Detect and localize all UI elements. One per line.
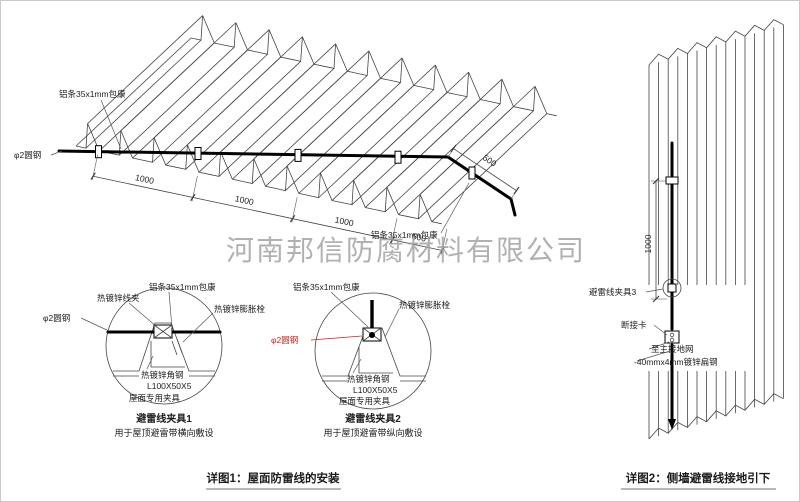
detail-circle-2: 铝条35x1mm包康 热镀锌膨胀栓 φ2圆钢 热镀锌角钢 L100X50X5 屋… [271, 282, 451, 438]
detail1-clamp-x2 [153, 324, 173, 339]
wall-drawing: 1000 避雷线夹具3 断接卡 至主接地网 -40mmx4mm镀锌扁钢 [589, 19, 784, 440]
company-watermark: 河南邦信防腐材料有限公司 [226, 235, 586, 266]
leader-alum-right [440, 182, 470, 234]
leader-d1-wire-clamp [128, 302, 158, 328]
detail-circle-1: 铝条35x1mm包康 热镀锌线夹 热镀锌膨胀栓 φ2圆钢 热镀锌角钢 L100X… [43, 282, 266, 438]
wall-label-underlay [601, 285, 753, 371]
detail1-angle-steel [150, 341, 185, 368]
label-d2-round-steel: φ2圆钢 [271, 335, 298, 345]
leader-disconnect [653, 324, 668, 336]
leader-d1-angle [146, 355, 154, 370]
leader-clamp3 [645, 288, 664, 293]
detail2-subtitle: 用于屋顶避雷带纵向敷设 [323, 427, 422, 438]
dim-1000-a: 1000 [134, 172, 155, 186]
leader-d2-bolt [384, 308, 400, 338]
leader-d1-alum [168, 291, 173, 329]
detail1-bolt-1 [176, 338, 183, 354]
detail1-rib-profile [113, 322, 215, 372]
dim-1000-c: 1000 [334, 215, 355, 229]
roof-dimension-lines [90, 154, 448, 255]
wall-disconnect-bolt-1 [669, 332, 675, 338]
detail2-angle-steel [358, 347, 393, 374]
label-d2-expansion-bolt: 热镀锌膨胀栓 [399, 300, 451, 310]
diag-tick-2 [513, 186, 520, 195]
leader-flat-steel [636, 350, 671, 362]
label-d1-wire-clamp: 热镀锌线夹 [97, 293, 140, 303]
label-d2-angle-spec: L100X50X5 [353, 385, 398, 395]
roof-wire-clamps [95, 145, 476, 180]
ground-arrow [668, 419, 676, 430]
caption-detail1: 详图1：屋面防雷线的安装 [207, 471, 340, 485]
roof-corrugation-lines [75, 15, 557, 225]
leader-d2-angle [352, 358, 362, 374]
label-d1-alum: 铝条35x1mm包康 [149, 282, 216, 292]
dim-500-diagonal: 500 [481, 152, 499, 168]
detail1-title: 避雷线夹具1 [135, 412, 192, 425]
wall-dim-tick-2 [652, 295, 660, 303]
label-alum-strip-top: 铝条35x1mm包康 [59, 89, 126, 99]
label-d1-angle-steel: 热镀锌角钢 [141, 370, 184, 380]
roof-drawing: 1000 1000 1000 500 500 铝条35x1mm包康 φ2圆钢 铝… [14, 15, 557, 255]
wall-disconnect-bolt-2 [669, 337, 675, 343]
leader-d1-bolt [182, 312, 214, 343]
leader-d2-alum [330, 291, 369, 328]
captions: 详图1：屋面防雷线的安装 详图2：侧墙避雷线接地引下 [206, 471, 776, 490]
wall-clamp-circle [662, 278, 682, 298]
label-d1-round-steel: φ2圆钢 [43, 313, 70, 323]
dim-500: 500 [411, 231, 427, 244]
diag-dim-line [453, 148, 517, 192]
dim-1000-b: 1000 [234, 193, 255, 207]
wall-clamp-lower [667, 283, 677, 293]
label-clamp3: 避雷线夹具3 [589, 287, 637, 297]
label-d1-expansion-bolt: 热镀锌膨胀栓 [214, 304, 266, 314]
label-alum-strip-right: 铝条35x1mm包康 [371, 230, 438, 240]
label-d2-angle-steel: 热镀锌角钢 [347, 374, 390, 384]
label-disconnect: 断接卡 [621, 320, 647, 330]
diag-tick-1 [450, 144, 457, 153]
leader-d1-round-steel [80, 317, 110, 332]
wall-dim-tick-1 [652, 177, 660, 185]
leader-round-steel [50, 150, 63, 156]
detail2-conductor-section [369, 332, 375, 338]
roof-lightning-wire [57, 149, 517, 217]
caption-detail2: 详图2：侧墙避雷线接地引下 [626, 471, 771, 485]
label-d1-roof-clamp: 屋面专用夹具 [129, 393, 181, 403]
detail1-bolt-2 [171, 340, 178, 356]
label-d2-alum: 铝条35x1mm包康 [293, 282, 360, 292]
leader-d2-round-steel [310, 335, 363, 341]
wall-corrugation-lines [648, 19, 784, 440]
detail1-circle [105, 287, 223, 405]
detail1-subtitle: 用于屋顶避雷带横向敷设 [114, 427, 213, 438]
leader-to-ground [648, 341, 670, 350]
label-flat-steel: -40mmx4mm镀锌扁钢 [634, 357, 718, 367]
detail2-circle [314, 292, 432, 410]
wall-dim-1000: 1000 [643, 234, 653, 253]
label-round-steel: φ2圆钢 [14, 150, 41, 160]
label-to-ground: 至主接地网 [651, 344, 694, 354]
label-d1-angle-spec: L100X50X5 [147, 381, 192, 391]
label-d2-roof-clamp: 屋面专用夹具 [339, 396, 391, 406]
leader-alum-top [100, 99, 122, 150]
wall-clamp-upper [665, 176, 679, 185]
detail2-title: 避雷线夹具2 [344, 412, 401, 425]
